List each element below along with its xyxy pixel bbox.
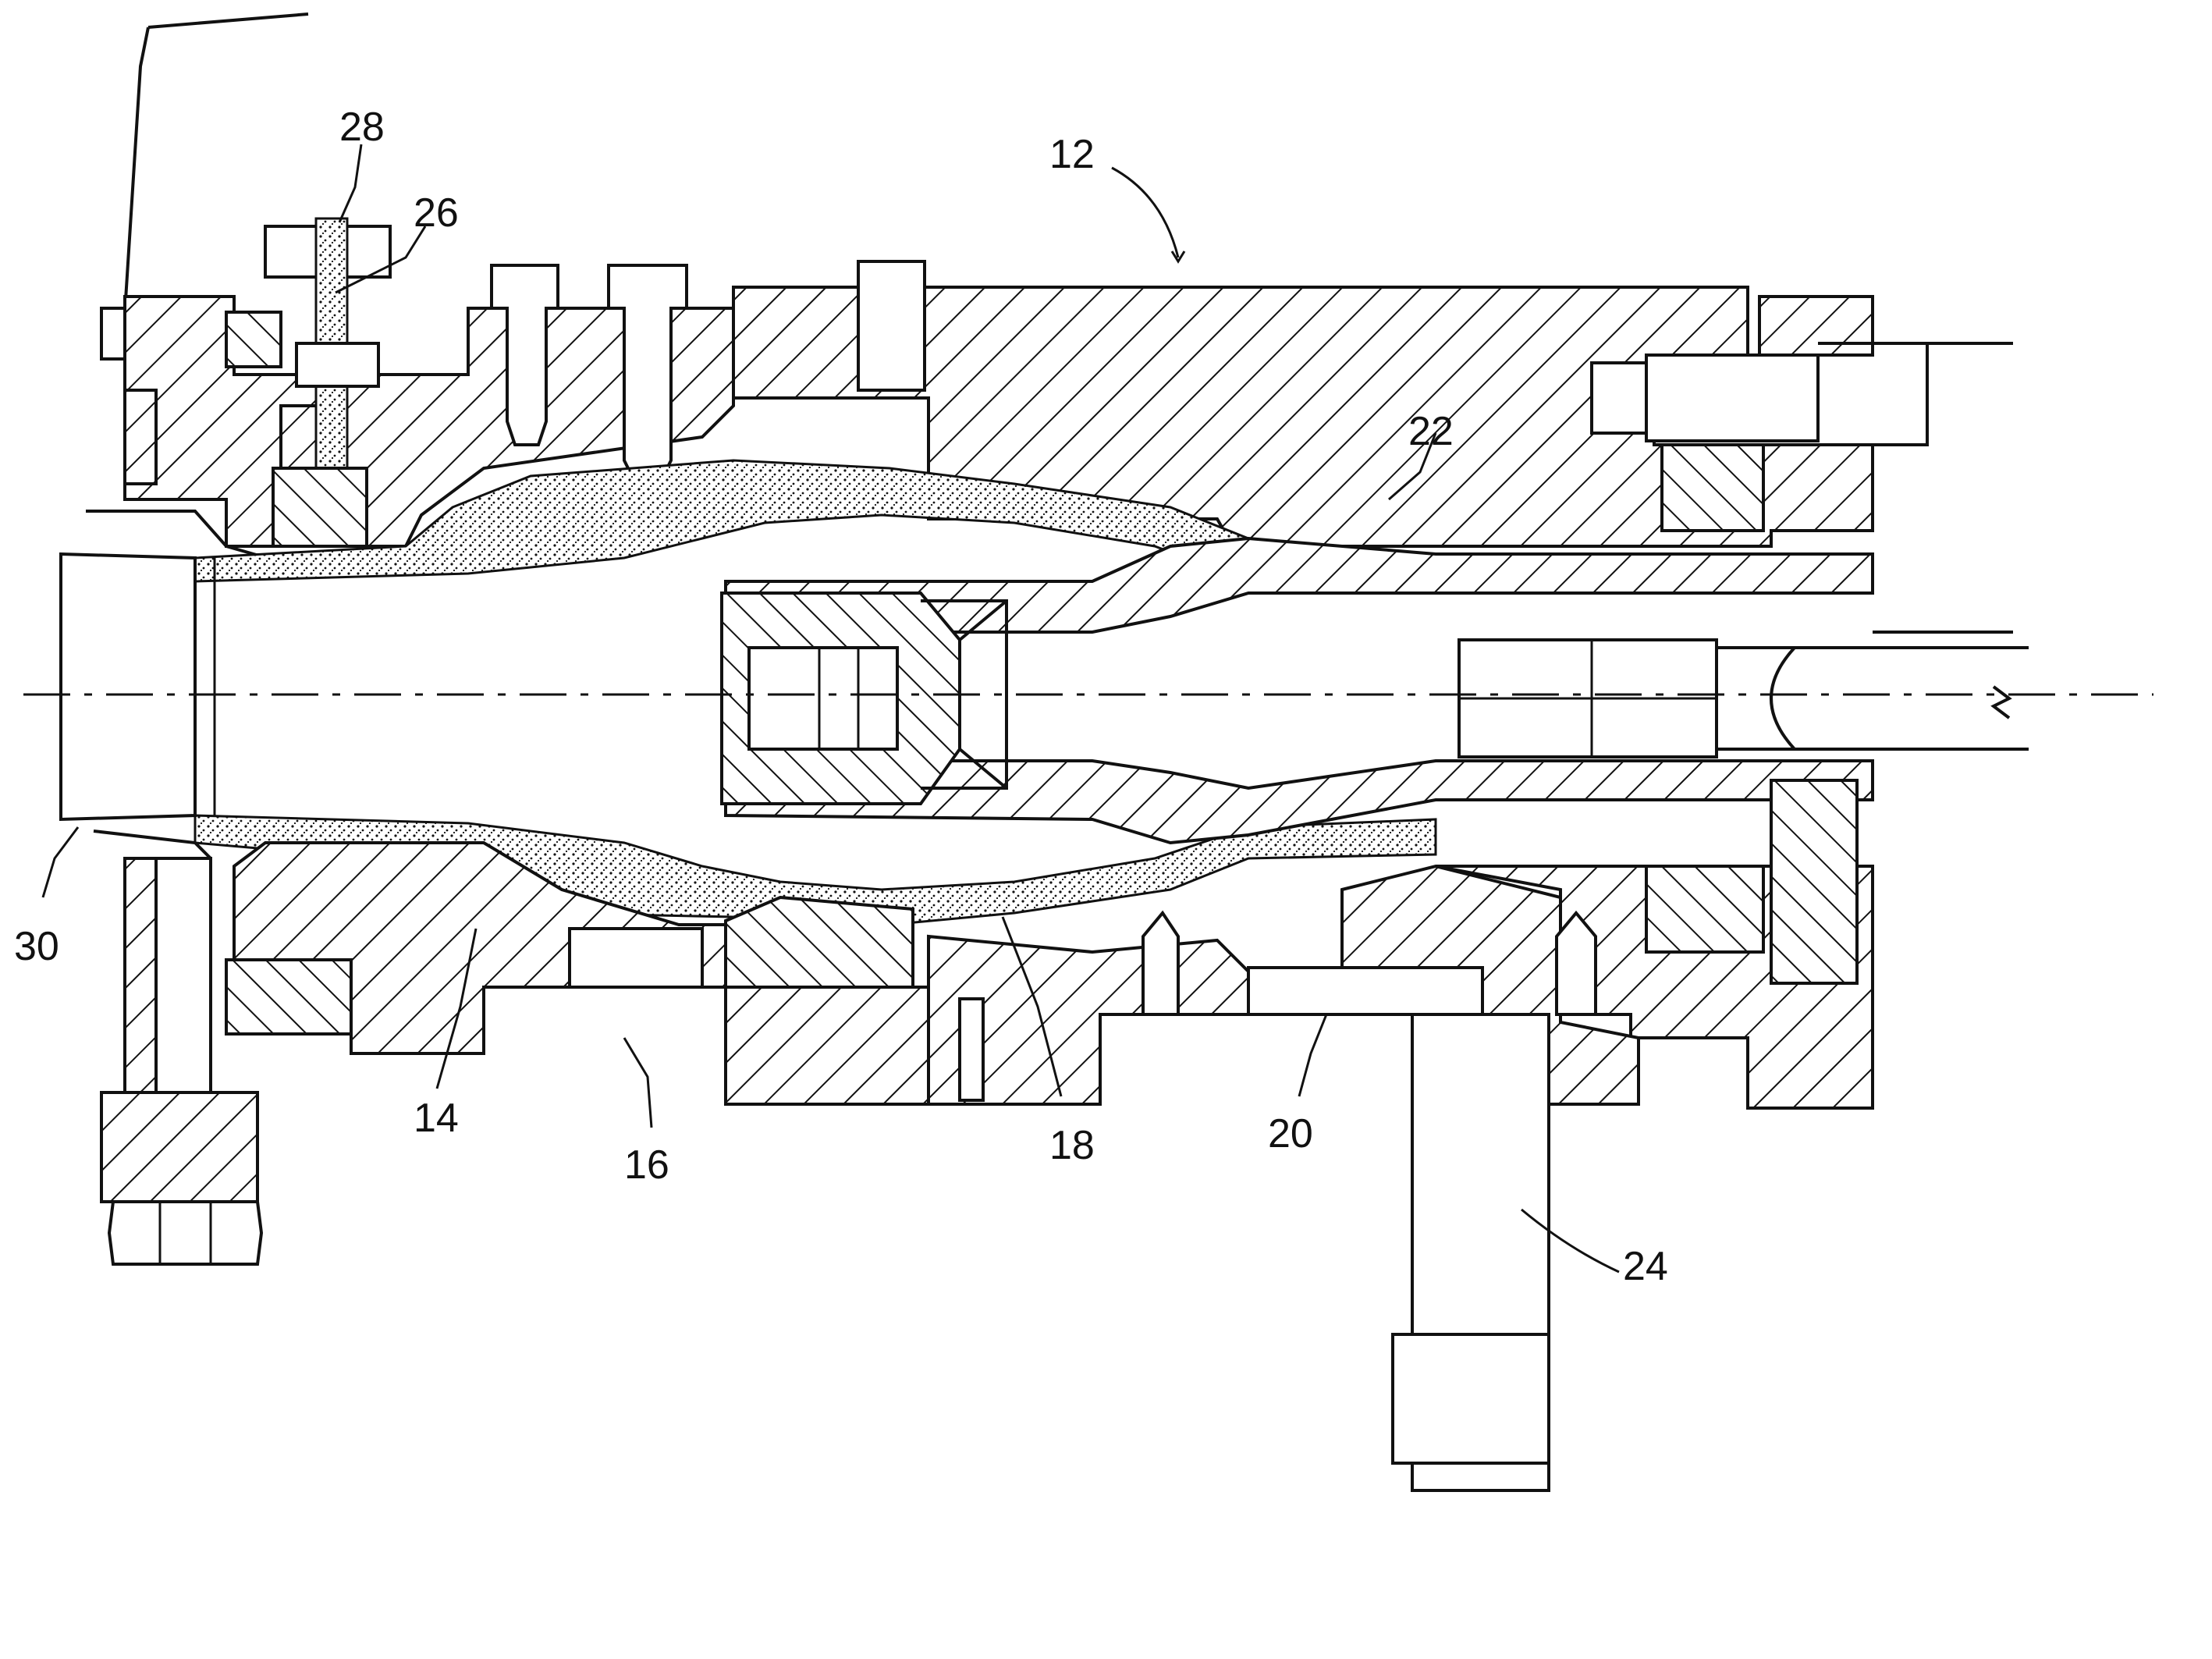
extruder-barrel-24 — [1393, 1014, 1549, 1490]
housing-lower — [94, 780, 1873, 1264]
label-26: 26 — [414, 190, 459, 236]
label-16: 16 — [624, 1142, 669, 1188]
bolt-head — [1592, 363, 1646, 433]
label-20: 20 — [1268, 1111, 1313, 1156]
label-14: 14 — [414, 1096, 459, 1141]
tube-left — [61, 554, 215, 819]
label-12: 12 — [1049, 132, 1095, 177]
pin — [858, 261, 925, 390]
block-20 — [1248, 968, 1482, 1014]
nut — [109, 1202, 261, 1264]
label-28: 28 — [339, 105, 385, 150]
label-22: 22 — [1408, 409, 1454, 454]
label-30: 30 — [14, 924, 59, 969]
block-16 — [570, 929, 702, 987]
bolt-body — [1646, 355, 1818, 441]
label-18: 18 — [1049, 1123, 1095, 1168]
label-24: 24 — [1623, 1244, 1668, 1289]
